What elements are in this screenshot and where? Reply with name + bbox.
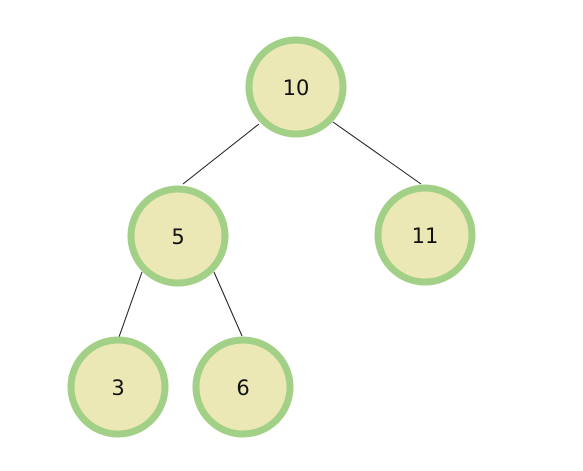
edge-10-to-5 [182, 123, 260, 185]
tree-node-3: 3 [67, 336, 169, 438]
tree-node-5: 5 [127, 185, 229, 287]
node-label-5: 5 [171, 225, 184, 249]
edge-5-to-6 [213, 271, 243, 337]
node-circle-3 [67, 336, 169, 438]
tree-edges [118, 121, 422, 338]
edge-10-to-11 [332, 121, 422, 185]
node-circle-11 [374, 184, 476, 286]
node-circle-10 [245, 36, 347, 138]
tree-node-11: 11 [374, 184, 476, 286]
node-circle-5 [127, 185, 229, 287]
node-label-10: 10 [283, 76, 310, 100]
edge-5-to-3 [118, 271, 143, 338]
tree-nodes: 10 5 11 3 6 [67, 36, 476, 438]
tree-node-6: 6 [192, 336, 294, 438]
node-label-11: 11 [412, 224, 439, 248]
tree-node-10: 10 [245, 36, 347, 138]
node-circle-6 [192, 336, 294, 438]
node-label-6: 6 [236, 376, 249, 400]
node-label-3: 3 [111, 376, 124, 400]
